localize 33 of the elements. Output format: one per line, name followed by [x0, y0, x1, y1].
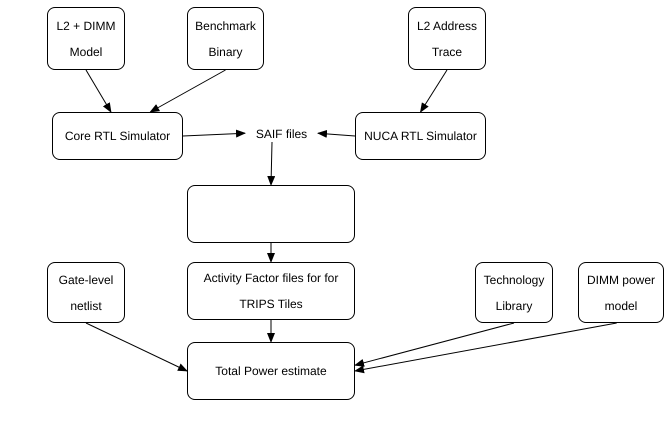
box-label: NUCA RTL Simulator [364, 128, 477, 145]
arrow [354, 322, 514, 367]
arrow [267, 142, 276, 186]
input-box [187, 7, 264, 70]
input-box [47, 262, 125, 323]
box-label: Total Power estimate [215, 363, 327, 380]
process-box [355, 112, 486, 160]
arrow [86, 70, 112, 113]
input-box [408, 7, 486, 70]
box-label: Core RTL Simulator [64, 128, 170, 145]
file-label: SAIF files [256, 127, 308, 141]
input-box [475, 262, 553, 323]
arrow [86, 322, 188, 372]
arrow [267, 320, 275, 343]
arrow [354, 322, 618, 374]
arrow [267, 242, 275, 263]
arrow [149, 70, 226, 112]
box-label: L2 Address Trace [416, 18, 478, 60]
arrow [420, 70, 448, 113]
arrow [317, 130, 356, 138]
process-box [187, 262, 355, 320]
box-label: L2 + DIMM Model [55, 18, 116, 60]
output-box [187, 342, 355, 400]
box-label: Benchmark Binary [194, 18, 257, 60]
process-box [52, 112, 183, 160]
input-box [47, 7, 125, 70]
box-label: Activity Factor files for for TRIPS Tiles [202, 270, 340, 313]
box-label: Gate-level netlist [58, 272, 114, 314]
box-label: Technology Library [482, 272, 546, 314]
arrow [182, 130, 246, 138]
process-box [187, 185, 355, 243]
box-label: DIMM power model [586, 272, 656, 314]
input-box [578, 262, 664, 323]
